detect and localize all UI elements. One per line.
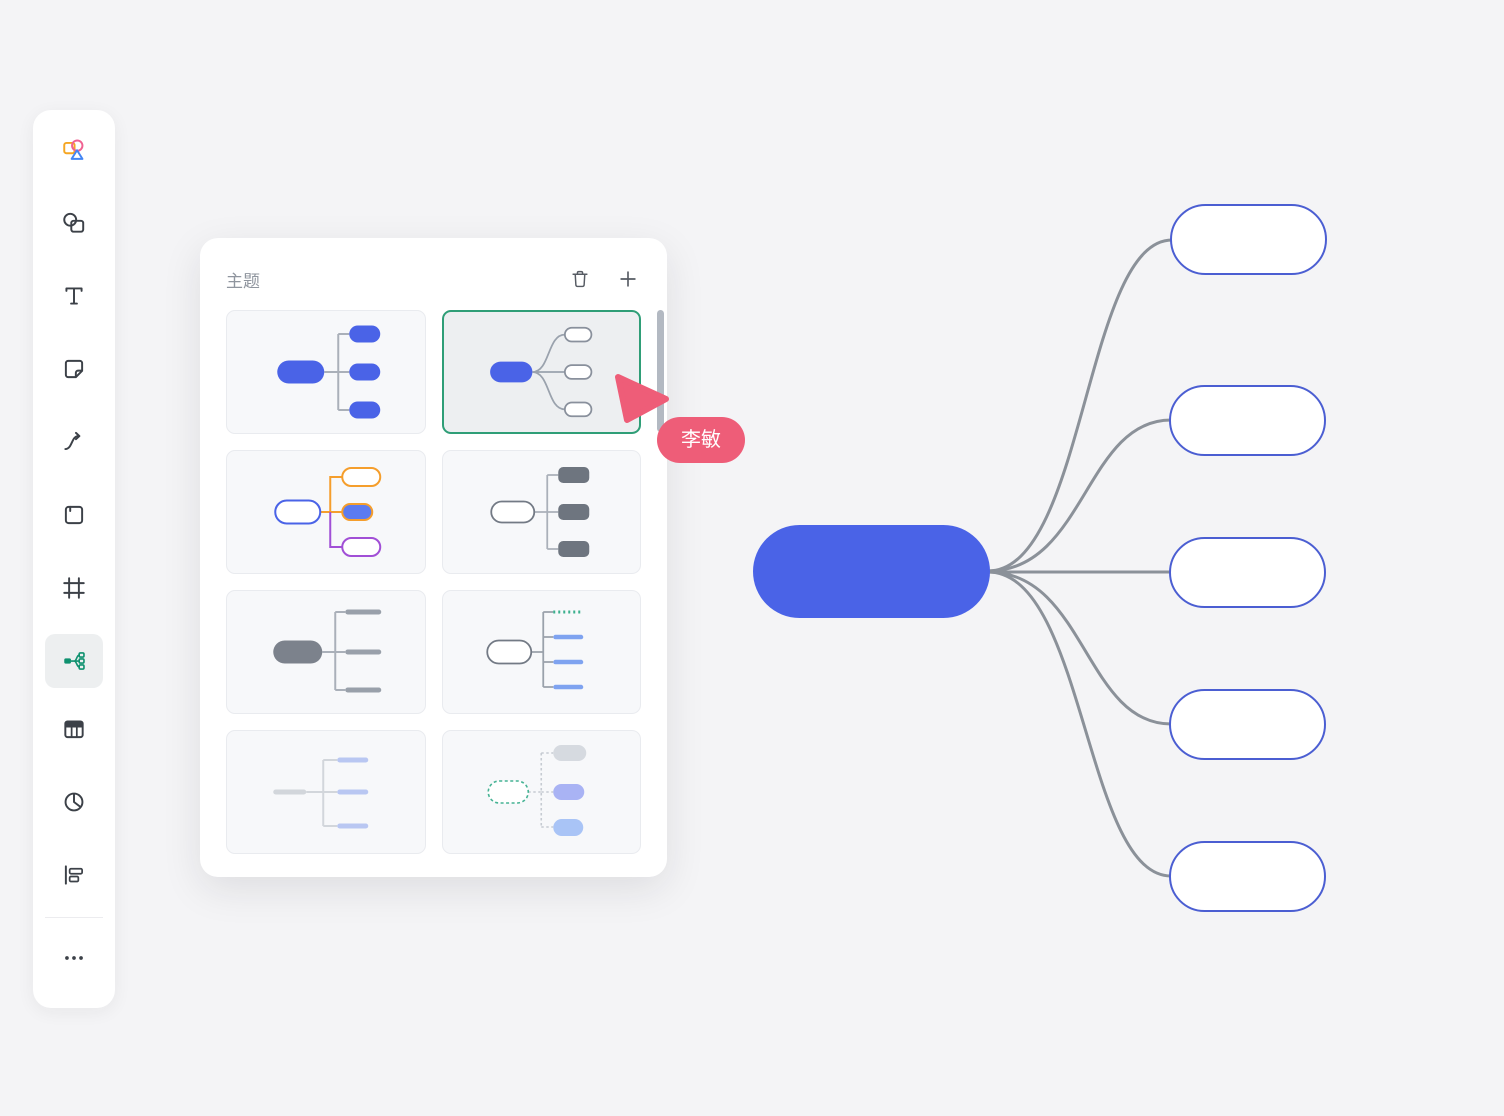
template-thumbnail bbox=[486, 745, 586, 836]
mindmap-child-node[interactable] bbox=[1169, 537, 1326, 608]
shapes-logo-icon bbox=[63, 139, 84, 160]
tool-logo[interactable] bbox=[52, 128, 96, 172]
template-card-light-lines[interactable] bbox=[226, 730, 426, 854]
frame-icon bbox=[63, 577, 85, 599]
template-card-blue-tree-lines[interactable] bbox=[441, 590, 641, 714]
shapes-icon bbox=[63, 212, 85, 233]
tool-more[interactable] bbox=[52, 936, 96, 980]
mindmap-root-node[interactable] bbox=[753, 525, 990, 618]
add-theme-button[interactable] bbox=[615, 266, 641, 292]
connector-arrow-icon bbox=[64, 431, 81, 451]
template-card-dark-gray-filled[interactable] bbox=[441, 450, 641, 574]
template-thumbnail bbox=[489, 326, 592, 418]
tool-chart[interactable] bbox=[52, 780, 96, 824]
tool-text[interactable] bbox=[52, 274, 96, 318]
tool-frame[interactable] bbox=[52, 566, 96, 610]
tool-mindmap[interactable] bbox=[45, 634, 103, 688]
delete-theme-button[interactable] bbox=[567, 266, 593, 292]
panel-scrollbar[interactable] bbox=[657, 310, 664, 432]
collaborator-name-tag: 李敏 bbox=[657, 417, 745, 463]
template-thumbnail bbox=[485, 610, 583, 690]
tool-sticky-note[interactable] bbox=[52, 347, 96, 391]
tool-table[interactable] bbox=[52, 707, 96, 751]
template-card-gray-lines[interactable] bbox=[226, 590, 426, 714]
sticky-note-icon bbox=[64, 359, 84, 379]
toolbar bbox=[33, 110, 115, 1008]
cursor-arrow-icon bbox=[615, 374, 669, 423]
template-thumbnail bbox=[273, 609, 382, 693]
mindmap-icon bbox=[64, 652, 85, 670]
theme-panel-actions bbox=[567, 266, 641, 292]
template-thumbnail bbox=[277, 325, 381, 419]
table-icon bbox=[64, 720, 84, 739]
tool-shapes[interactable] bbox=[52, 201, 96, 245]
template-thumbnail bbox=[489, 467, 589, 557]
plus-icon bbox=[620, 271, 636, 287]
page-icon bbox=[64, 505, 84, 525]
mindmap-child-node[interactable] bbox=[1169, 385, 1326, 456]
toolbar-divider bbox=[45, 917, 103, 918]
tool-connector[interactable] bbox=[52, 420, 96, 464]
mindmap-child-node[interactable] bbox=[1169, 689, 1326, 760]
theme-panel-title: 主题 bbox=[226, 271, 260, 291]
template-thumbnail bbox=[274, 467, 382, 557]
template-card-blue-curved-outline[interactable] bbox=[441, 310, 641, 434]
template-grid bbox=[200, 310, 667, 854]
trash-icon bbox=[572, 270, 588, 288]
more-dots-icon bbox=[65, 956, 83, 960]
template-card-pastel-dashed[interactable] bbox=[441, 730, 641, 854]
theme-panel-header: 主题 bbox=[200, 238, 667, 310]
mindmap-child-node[interactable] bbox=[1170, 204, 1327, 275]
tool-page[interactable] bbox=[52, 493, 96, 537]
mindmap-child-node[interactable] bbox=[1169, 841, 1326, 912]
tool-align[interactable] bbox=[52, 853, 96, 897]
text-icon bbox=[65, 287, 83, 305]
collaborator-cursor bbox=[612, 368, 672, 426]
template-card-colorful-outline[interactable] bbox=[226, 450, 426, 574]
template-card-blue-filled-elbow[interactable] bbox=[226, 310, 426, 434]
template-thumbnail bbox=[273, 757, 369, 829]
theme-panel: 主题 bbox=[200, 238, 667, 877]
pie-chart-icon bbox=[64, 792, 84, 812]
align-icon bbox=[64, 865, 83, 885]
